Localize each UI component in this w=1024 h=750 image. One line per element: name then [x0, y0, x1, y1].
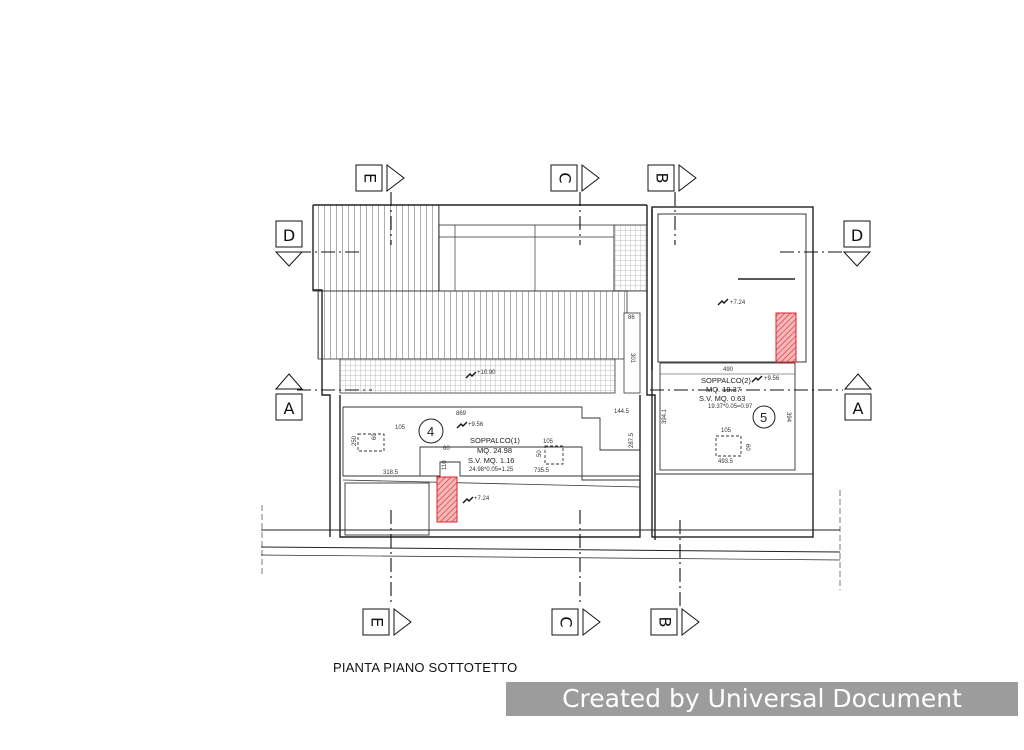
section-letter-C-bottom: C [557, 616, 576, 627]
section-letter-E-bottom: E [368, 617, 387, 627]
dim-105-b: 105 [543, 439, 554, 445]
section-letter-A-left: A [284, 399, 295, 418]
soppalco-1-sv: S.V. MQ. 1.16 [468, 456, 514, 465]
room-number-5-circle [752, 405, 776, 429]
section-marker-D-right: D [842, 220, 872, 267]
soppalco-2-name: SOPPALCO(2) [701, 376, 751, 385]
dim-287-5: 287.5 [629, 432, 635, 448]
section-letter-A-right: A [853, 399, 864, 418]
dim-735-5: 735.5 [534, 468, 550, 474]
section-marker-B-bottom: B [650, 607, 700, 637]
level-roof: +10.90 [477, 370, 496, 376]
dim-86: 86 [628, 315, 635, 321]
floor-plan-drawing: 86 301 4 SOPPALCO(1) MQ. 24.98 S.V. MQ. … [260, 163, 873, 637]
soppalco-1-area [342, 406, 641, 536]
soppalco-2-sv: S.V. MQ. 0.63 [699, 394, 745, 403]
converter-watermark: Created by Universal Document Converter [506, 682, 1018, 747]
roof-area: 86 301 [312, 204, 648, 394]
section-marker-A-right: A [843, 373, 873, 421]
roof-grid-band [339, 358, 616, 394]
dim-394-1: 394.1 [662, 408, 668, 424]
section-lines [297, 192, 843, 606]
section-marker-E-top: E [355, 163, 405, 193]
soppalco-1-mq: MQ. 24.98 [477, 446, 512, 455]
roof-striped-top [312, 204, 440, 292]
section-letter-B-top: B [653, 173, 672, 184]
section-letter-D-left: D [283, 226, 295, 245]
dim-490: 490 [723, 367, 734, 373]
dim-60-a: 60 [372, 433, 378, 440]
dim-105-c: 105 [721, 428, 732, 434]
level-markers: +7.24 +9.56 +9.56 +7.24 +10.90 [456, 298, 780, 504]
level-soppalco-1: +9.56 [468, 422, 484, 428]
walls [260, 204, 841, 590]
soppalco-2-area [655, 362, 813, 475]
stair-box [623, 312, 641, 394]
level-lower-left: +7.24 [474, 496, 490, 502]
roof-striped-middle [317, 290, 628, 360]
dim-394: 394 [785, 412, 791, 423]
dim-110: 110 [442, 460, 448, 470]
roof-grid-top [613, 224, 648, 292]
section-letter-D-right: D [851, 226, 863, 245]
dim-301: 301 [629, 353, 635, 364]
section-letter-B-bottom: B [656, 617, 675, 628]
hatched-wall-lower-left [436, 476, 458, 523]
section-letter-C-top: C [556, 172, 575, 183]
soppalco-2-formula: 19.37*0.05=0.97 [708, 404, 753, 410]
dim-869: 869 [456, 411, 467, 417]
room-number-5: 5 [760, 410, 767, 425]
roof-skylight [438, 224, 615, 292]
section-marker-D-left: D [274, 220, 304, 267]
level-upper-right: +7.24 [730, 300, 746, 306]
dim-144-5: 144.5 [614, 409, 630, 415]
section-marker-C-bottom: C [551, 607, 601, 637]
dim-250: 250 [352, 435, 358, 446]
room-number-4: 4 [427, 424, 434, 439]
dim-105-a: 105 [395, 425, 406, 431]
hatched-wall-upper-right [775, 312, 797, 363]
soppalco-1-formula: 24.98*0.05=1.25 [469, 467, 514, 473]
dim-50: 50 [537, 450, 543, 457]
section-marker-E-bottom: E [362, 607, 412, 637]
soppalco-1-name: SOPPALCO(1) [470, 436, 520, 445]
dim-318-5: 318.5 [383, 470, 399, 476]
section-letter-E-top: E [361, 173, 380, 183]
section-marker-B-top: B [647, 163, 697, 193]
room-number-4-circle [418, 418, 444, 444]
dim-60-c: 60 [744, 444, 750, 451]
level-soppalco-2: +9.56 [764, 376, 780, 382]
section-marker-C-top: C [550, 163, 600, 193]
dim-493-5: 493.5 [718, 459, 734, 465]
drawing-caption: PIANTA PIANO SOTTOTETTO [333, 660, 518, 675]
dim-60-b: 60 [443, 446, 450, 452]
section-marker-A-left: A [274, 373, 304, 421]
